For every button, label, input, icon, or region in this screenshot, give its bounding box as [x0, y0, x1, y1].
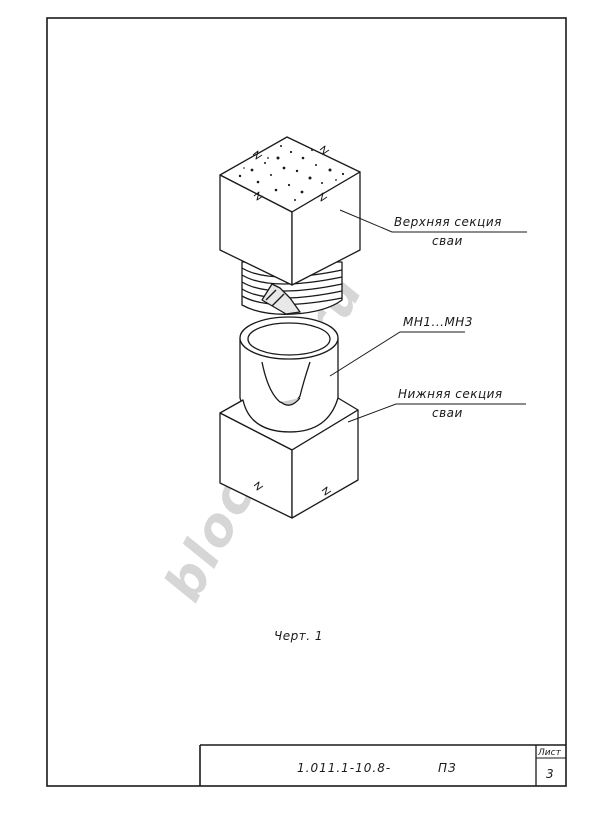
label-upper-section-sub: сваи [432, 234, 463, 248]
steel-sleeve [239, 316, 339, 433]
leader-lines [329, 209, 527, 423]
lower-pile-section [219, 397, 359, 519]
sheet-number: 3 [546, 767, 555, 781]
drawing-frame [46, 17, 567, 787]
title-block [199, 744, 566, 786]
sheet-label: Лист [537, 748, 562, 758]
upper-pile-section [219, 136, 361, 315]
threaded-joint [241, 261, 343, 315]
label-connector: МН1...МН3 [403, 315, 473, 329]
document-code: 1.011.1-10.8- [297, 761, 391, 775]
document-type: ПЗ [438, 761, 457, 775]
concrete-stipple [238, 145, 345, 201]
label-upper-section: Верхняя секция [394, 215, 502, 229]
upper-concrete-block [219, 136, 361, 286]
figure-caption: Черт. 1 [274, 629, 323, 643]
label-lower-section: Нижняя секция [398, 387, 503, 401]
label-lower-section-sub: сваи [432, 406, 463, 420]
